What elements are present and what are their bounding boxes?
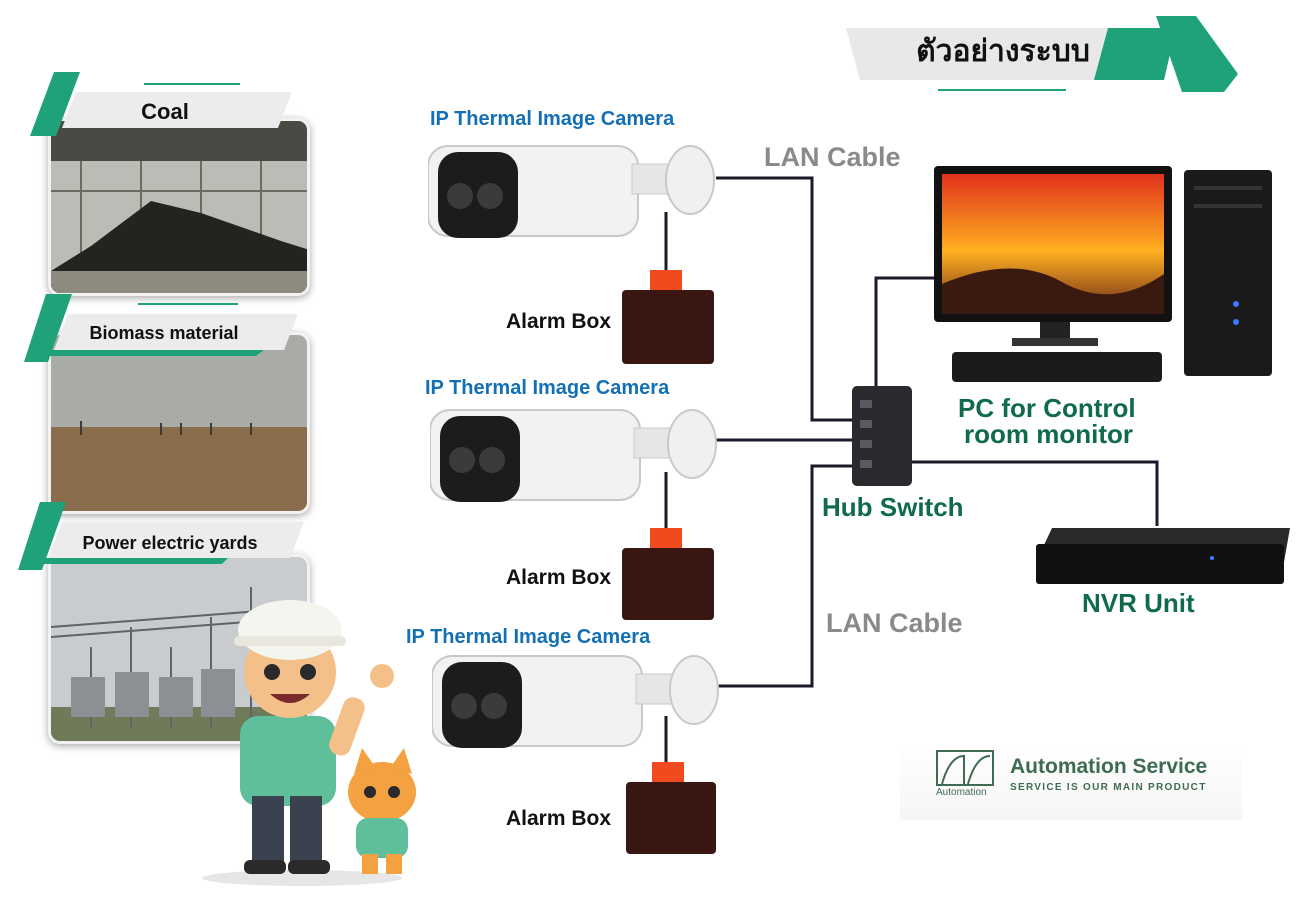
nvr-label: NVR Unit xyxy=(1082,588,1195,618)
lan-cable-label-bottom: LAN Cable xyxy=(826,608,963,638)
camera-1-label: IP Thermal Image Camera xyxy=(430,108,675,130)
alarm-box-2 xyxy=(622,528,714,620)
pc-workstation xyxy=(934,166,1272,382)
wire-hub-nvr xyxy=(910,460,1159,526)
alarm-2-label: Alarm Box xyxy=(506,566,612,589)
alarm-box-3 xyxy=(626,762,716,854)
camera-3-label: IP Thermal Image Camera xyxy=(406,626,651,648)
lan-cable-label-top: LAN Cable xyxy=(764,142,901,172)
wire-camera3-hub xyxy=(716,464,856,688)
camera-2-label: IP Thermal Image Camera xyxy=(425,377,670,399)
pc-label-line2: room monitor xyxy=(964,419,1133,449)
pc-label-line1: PC for Control xyxy=(958,393,1136,423)
alarm-box-1 xyxy=(622,270,714,364)
logo-mark-text: Automation xyxy=(936,787,987,798)
company-logo: Automation Automation Service SERVICE IS… xyxy=(900,742,1242,820)
power-yards-label: Power electric yards xyxy=(82,533,258,553)
thermal-camera-2 xyxy=(430,409,717,502)
logo-mark xyxy=(936,750,994,786)
coal-card xyxy=(48,118,310,296)
power-yards-tag: Power electric yards xyxy=(18,502,308,570)
thermal-camera-1 xyxy=(428,145,715,238)
coal-image xyxy=(51,121,307,293)
biomass-tag-shape xyxy=(24,294,298,362)
title-banner: ตัวอย่างระบบ xyxy=(846,14,1238,94)
coal-tag-shape xyxy=(30,72,292,136)
logo-tagline: SERVICE IS OUR MAIN PRODUCT xyxy=(1010,782,1207,793)
nvr-device xyxy=(1036,528,1290,584)
coal-label: Coal xyxy=(141,99,189,124)
mascot-illustration xyxy=(202,600,416,886)
hub-switch-device xyxy=(852,386,912,486)
page-title: ตัวอย่างระบบ xyxy=(916,34,1090,69)
wire-hub-pc xyxy=(874,276,940,392)
title-banner-shape xyxy=(846,16,1238,92)
wire-camera1-hub xyxy=(716,176,856,422)
biomass-label: Biomass material xyxy=(89,323,239,343)
coal-tag: Coal xyxy=(30,72,300,136)
biomass-tag: Biomass material xyxy=(24,294,304,362)
power-yards-tag-shape xyxy=(18,502,304,570)
alarm-1-label: Alarm Box xyxy=(506,310,612,333)
thermal-camera-3 xyxy=(432,655,719,748)
hub-switch-label: Hub Switch xyxy=(822,492,964,522)
alarm-3-label: Alarm Box xyxy=(506,807,612,830)
logo-name: Automation Service xyxy=(1010,755,1208,778)
